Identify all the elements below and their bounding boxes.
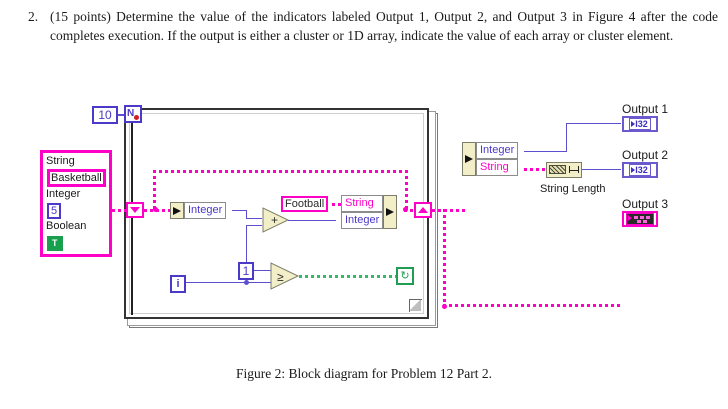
wire-branch-down-right xyxy=(405,170,408,210)
loop-left-rail xyxy=(131,123,133,315)
cluster-integer-label: Integer xyxy=(46,188,81,200)
string-length-hatch-icon xyxy=(549,165,566,174)
wire-football-to-bundle xyxy=(332,203,342,206)
wire-length-to-output2 xyxy=(582,169,621,170)
unbundle-input-arrow-icon xyxy=(170,202,184,219)
output-2-type-badge: I32 xyxy=(629,164,651,176)
wire-feedback-top xyxy=(153,170,408,173)
problem-statement: 2. (15 points) Determine the value of th… xyxy=(28,8,718,45)
greater-equal-function[interactable]: ≥ xyxy=(270,262,300,290)
wire-add-to-bundle xyxy=(288,220,336,221)
wire-i-to-add-v xyxy=(246,225,247,282)
loop-iteration-terminal[interactable]: i xyxy=(170,275,186,293)
wire-i-to-add xyxy=(246,225,262,226)
wire-cluster-to-shiftreg xyxy=(112,209,132,212)
wire-loop-out xyxy=(432,209,465,212)
wire-out-branch-down xyxy=(443,209,446,306)
figure-caption: Figure 2: Block diagram for Problem 12 P… xyxy=(235,366,493,381)
shift-register-right[interactable] xyxy=(414,202,432,218)
bundle-row-integer[interactable]: Integer xyxy=(341,212,384,229)
output-3-cluster-badge xyxy=(626,213,654,225)
output-3-indicator[interactable] xyxy=(622,211,658,227)
unbundle-by-name-loop[interactable]: Integer xyxy=(170,202,227,219)
loop-count-terminal[interactable]: N xyxy=(124,105,142,123)
bundle-output-arrow-icon xyxy=(383,195,398,229)
wire-boolean-to-cond-terminal xyxy=(299,275,396,278)
unbundle-by-name-output[interactable]: Integer String xyxy=(462,142,519,176)
wire-unbundle-to-add xyxy=(232,210,246,211)
wire-junction-i xyxy=(244,280,249,285)
loop-conditional-terminal[interactable]: ↻ xyxy=(396,267,414,285)
wire-count-to-n xyxy=(118,114,126,116)
cluster-string-label: String xyxy=(46,155,75,167)
bundle-row-string[interactable]: String xyxy=(341,195,384,212)
output-2-label: Output 2 xyxy=(622,148,669,162)
cluster-boolean-label: Boolean xyxy=(46,220,87,232)
string-length-measure-icon xyxy=(569,166,579,173)
shift-register-left[interactable] xyxy=(126,202,144,218)
loop-count-terminal-label: N xyxy=(127,108,135,119)
wire-string-to-length xyxy=(524,168,548,171)
loop-dog-ear xyxy=(409,299,422,312)
unbundle-loop-row-integer[interactable]: Integer xyxy=(184,202,227,219)
bundle-by-name-loop[interactable]: String Integer xyxy=(341,195,398,229)
output-2-indicator[interactable]: I32 xyxy=(622,162,658,178)
wire-junction-right xyxy=(403,207,408,212)
problem-number: 2. xyxy=(28,9,39,24)
shift-register-down-icon xyxy=(130,207,140,213)
svg-text:≥: ≥ xyxy=(277,270,284,284)
unbundle-out-row-string[interactable]: String xyxy=(476,159,519,176)
compare-constant[interactable]: 1 xyxy=(238,262,254,280)
output-1-indicator[interactable]: I32 xyxy=(622,116,658,132)
string-length-label: String Length xyxy=(540,183,606,195)
unbundle-out-row-integer[interactable]: Integer xyxy=(476,142,519,159)
add-function[interactable]: + xyxy=(262,207,290,233)
wire-i-to-compare xyxy=(186,282,272,283)
wire-branch-up-left xyxy=(153,170,156,210)
unbundle-out-input-arrow-icon xyxy=(462,142,476,176)
cluster-string-value[interactable]: Basketball xyxy=(47,169,106,187)
output-3-label: Output 3 xyxy=(622,197,669,211)
block-diagram: 10 N String Basketball Integer 5 Boolean… xyxy=(0,92,728,352)
output-1-label: Output 1 xyxy=(622,102,669,116)
wire-integer-to-output1-v xyxy=(566,123,567,151)
loop-count-constant[interactable]: 10 xyxy=(92,106,118,124)
cluster-integer-value[interactable]: 5 xyxy=(47,203,62,219)
wire-bundle-to-shiftreg xyxy=(404,209,420,212)
shift-register-up-icon xyxy=(418,207,428,213)
wire-integer-to-output1-h xyxy=(524,151,567,152)
wire-integer-to-output1-h2 xyxy=(566,123,621,124)
svg-text:+: + xyxy=(271,213,278,227)
wire-unbundle-to-add-v xyxy=(246,210,247,218)
wire-const-to-compare xyxy=(254,270,272,271)
loop-count-terminal-dot xyxy=(134,115,139,120)
wire-unbundle-to-add-h2 xyxy=(246,218,262,219)
problem-text: (15 points) Determine the value of the i… xyxy=(50,9,718,43)
string-length-function[interactable] xyxy=(546,162,582,178)
cluster-boolean-value[interactable]: T xyxy=(47,236,63,251)
wire-to-output3 xyxy=(443,304,620,307)
output-1-type-badge: I32 xyxy=(629,118,651,130)
cluster-constant[interactable]: String Basketball Integer 5 Boolean T xyxy=(40,150,112,257)
string-constant-football[interactable]: Football xyxy=(281,196,329,212)
